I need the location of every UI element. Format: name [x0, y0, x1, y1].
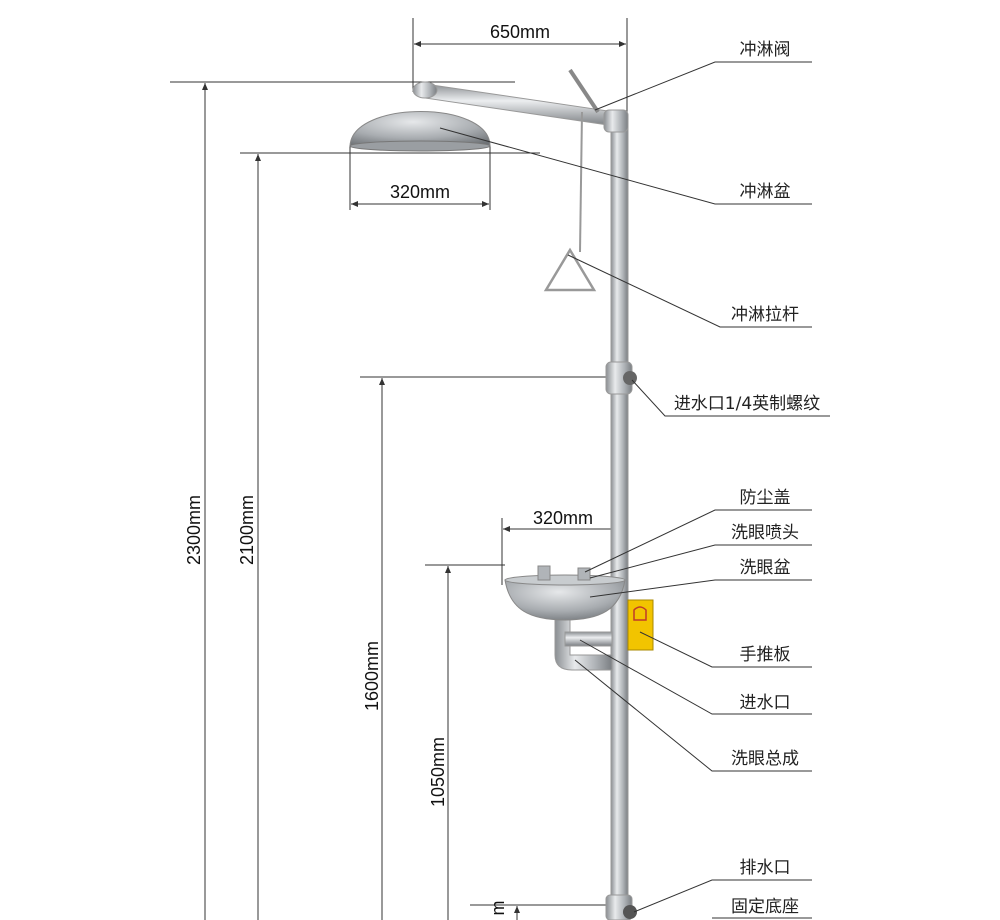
- label-dust-cover: 防尘盖: [740, 488, 791, 508]
- label-water-inlet-thread: 进水口1/4英制螺纹: [674, 394, 820, 414]
- dimension-lines: [202, 41, 626, 920]
- label-fixed-base: 固定底座: [731, 897, 799, 917]
- shower-unit: [349, 68, 654, 920]
- part-labels: 冲淋阀 冲淋盆 冲淋拉杆 进水口1/4英制螺纹 防尘盖 洗眼喷头 洗眼盆 手推板…: [674, 40, 820, 917]
- dim-1600: 1600mm: [362, 641, 382, 711]
- dim-1050: 1050mm: [428, 737, 448, 807]
- valve-lever: [568, 68, 600, 114]
- pull-rod: [579, 111, 583, 253]
- dim-2100: 2100mm: [237, 495, 257, 565]
- eyewash-bowl: [504, 579, 626, 621]
- label-pull-rod: 冲淋拉杆: [731, 305, 799, 325]
- dim-2300: 2300mm: [184, 495, 204, 565]
- dim-320-shower: 320mm: [390, 182, 450, 202]
- elbow: [603, 109, 629, 133]
- label-push-plate: 手推板: [740, 645, 791, 665]
- push-plate: [627, 599, 654, 651]
- label-water-inlet: 进水口: [740, 693, 791, 713]
- dim-320-eyewash: 320mm: [533, 508, 593, 528]
- eyewash-pipe: [554, 609, 613, 671]
- reference-lines: [170, 18, 628, 906]
- main-pipe: [610, 114, 629, 920]
- dim-650: 650mm: [490, 22, 550, 42]
- label-shower-head: 冲淋盆: [740, 182, 791, 202]
- label-shower-valve: 冲淋阀: [740, 40, 791, 60]
- label-eyewash-bowl: 洗眼盆: [740, 558, 791, 578]
- label-drain: 排水口: [740, 858, 791, 878]
- pull-handle: [543, 247, 597, 292]
- dim-partial: m: [488, 901, 508, 916]
- leader-lines: [439, 61, 830, 919]
- label-eyewash-assembly: 洗眼总成: [731, 749, 799, 769]
- shower-head: [349, 111, 491, 147]
- label-eyewash-nozzle: 洗眼喷头: [731, 523, 799, 543]
